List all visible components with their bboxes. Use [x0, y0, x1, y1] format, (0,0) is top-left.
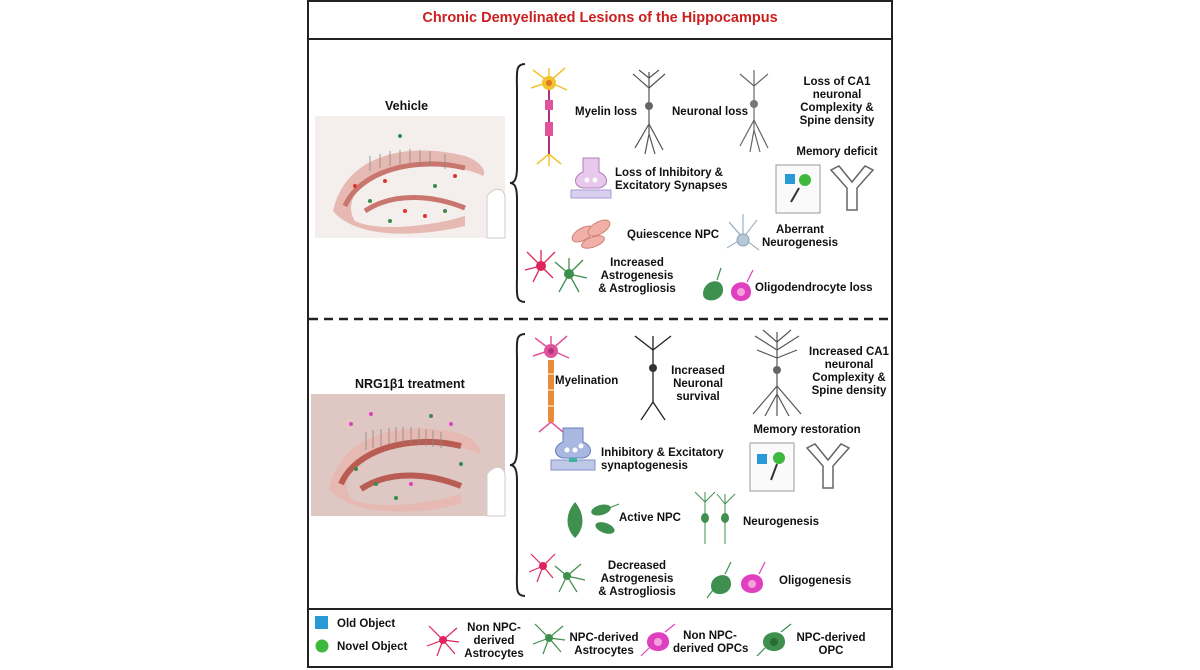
myelin-neuron-treatment	[532, 335, 570, 433]
label-active-npc: Active NPC	[619, 512, 681, 524]
aberrant-neuron-icon	[726, 214, 760, 251]
neuron-loss-icon	[632, 69, 666, 155]
label-myelination: Myelination	[555, 375, 619, 387]
legend-non-npc-opc-icon	[640, 623, 676, 657]
legend-non-npc-opcs: Non NPC-derived OPCs	[673, 630, 749, 655]
myelin-neuron-vehicle	[530, 67, 568, 166]
label-neuronal-loss: Neuronal loss	[672, 106, 749, 118]
hippocampus-vehicle	[315, 116, 506, 239]
active-npc-icon	[567, 502, 620, 538]
label-quiescence-npc: Quiescence NPC	[627, 229, 720, 241]
synapse-vehicle	[570, 157, 612, 199]
label-memory-deficit: Memory deficit	[796, 146, 878, 158]
label-loss-synapses: Loss of Inhibitory &Excitatory Synapses	[615, 167, 728, 192]
legend-novel-object: Novel Object	[337, 641, 408, 653]
vehicle-label: Vehicle	[385, 99, 429, 113]
oligo-loss-icon	[703, 267, 754, 301]
figure-frame: Chronic Demyelinated Lesions of the Hipp…	[307, 0, 893, 668]
ca1-neuron-vehicle	[739, 70, 769, 153]
label-memory-restoration: Memory restoration	[753, 424, 861, 436]
brace-treatment	[509, 333, 526, 597]
label-oligodendrocyte-loss: Oligodendrocyte loss	[755, 282, 873, 294]
section-divider	[309, 317, 891, 321]
neuron-survival-icon	[634, 335, 672, 421]
hippocampus-treatment	[311, 394, 506, 517]
legend-non-npc-astro-icon	[426, 625, 460, 657]
legend-divider	[309, 608, 891, 610]
y-maze-vehicle	[829, 165, 875, 211]
ca1-neuron-treatment	[752, 329, 802, 417]
astrocytes-vehicle	[524, 250, 588, 293]
oligogenesis-icon	[706, 561, 766, 599]
label-myelin-loss: Myelin loss	[575, 106, 637, 118]
novel-object-box-vehicle	[775, 164, 821, 214]
old-object-swatch	[315, 616, 328, 629]
novel-object-swatch	[315, 639, 329, 653]
label-neurogenesis: Neurogenesis	[743, 516, 820, 528]
title-divider	[309, 38, 891, 40]
legend-npc-astro-icon	[532, 623, 566, 655]
legend-old-object: Old Object	[337, 618, 396, 630]
novel-object-box-treatment	[749, 442, 795, 492]
neurogenesis-icon	[694, 491, 736, 544]
y-maze-treatment	[805, 443, 851, 489]
legend-npc-opc-icon	[756, 623, 792, 657]
synapse-treatment	[550, 427, 596, 471]
figure-title: Chronic Demyelinated Lesions of the Hipp…	[422, 10, 778, 26]
treatment-label: NRG1β1 treatment	[355, 377, 465, 391]
brace-vehicle	[509, 63, 526, 303]
quiescent-npc-icon	[571, 219, 611, 249]
astrocytes-treatment	[528, 553, 586, 593]
label-oligogenesis: Oligogenesis	[779, 575, 852, 587]
